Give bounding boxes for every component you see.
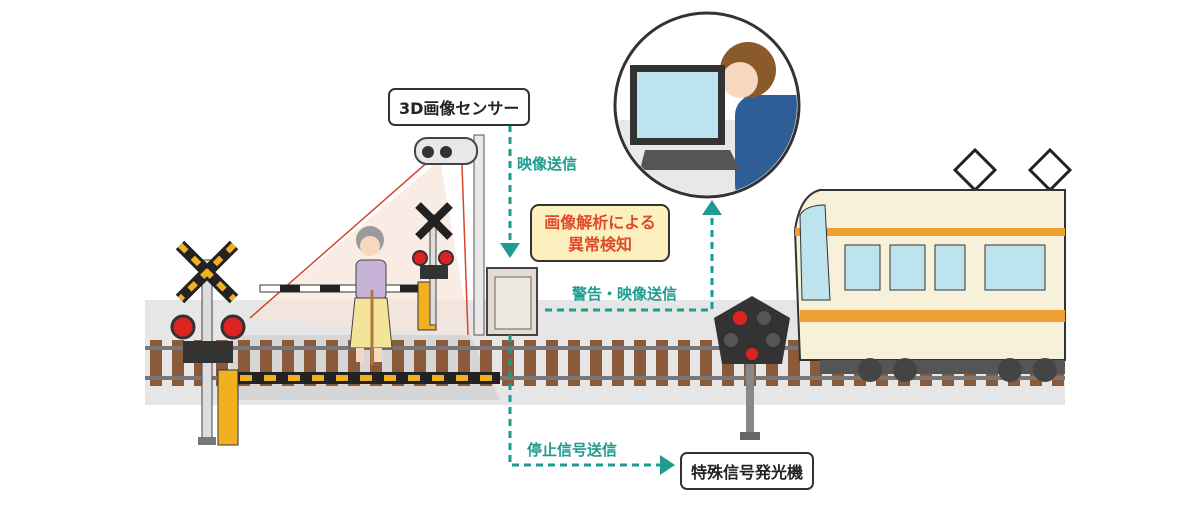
plank-stripe [264,375,276,381]
video-send-label: 映像送信 [517,155,578,173]
plank-stripe [408,375,420,381]
control-cabinet [486,267,538,336]
plank-stripe [480,375,492,381]
train [793,147,1073,382]
rail-tie [678,340,690,386]
plank-stripe [456,375,468,381]
special-signal-light [714,296,790,440]
rail-tie [656,340,668,386]
plank-stripe [360,375,372,381]
plank-stripe [432,375,444,381]
crossing-signal-left [170,240,246,446]
sensor-label: 3D画像センサー [388,88,531,126]
special-signal-label: 特殊信号発光機 [680,452,815,490]
rail-tie [150,340,162,386]
rail-tie [612,340,624,386]
rail-tie [788,340,800,386]
plank-stripe [312,375,324,381]
plank-stripe [336,375,348,381]
rail-tie [700,340,712,386]
analysis-line1: 画像解析による [544,213,656,232]
analysis-callout: 画像解析による 異常検知 [530,204,670,262]
rail-tie [524,340,536,386]
arrow-heads [500,200,722,475]
plank-stripe [288,375,300,381]
warning-video-send-label: 警告・映像送信 [572,285,678,303]
operator-monitoring-circle [613,11,801,199]
sensor-pole [414,134,485,336]
rail-tie [568,340,580,386]
plank-stripe [240,375,252,381]
analysis-line2: 異常検知 [567,235,632,254]
rail-tie [546,340,558,386]
plank-stripe [384,375,396,381]
crossing-signal-right [412,202,454,326]
elderly-person [349,226,393,365]
rail-tie [634,340,646,386]
rail-tie [172,340,184,386]
data-flow-arrows [508,125,714,467]
crossing-plank [230,372,500,384]
stop-signal-send-label: 停止信号送信 [527,441,618,459]
rail-tie [590,340,602,386]
